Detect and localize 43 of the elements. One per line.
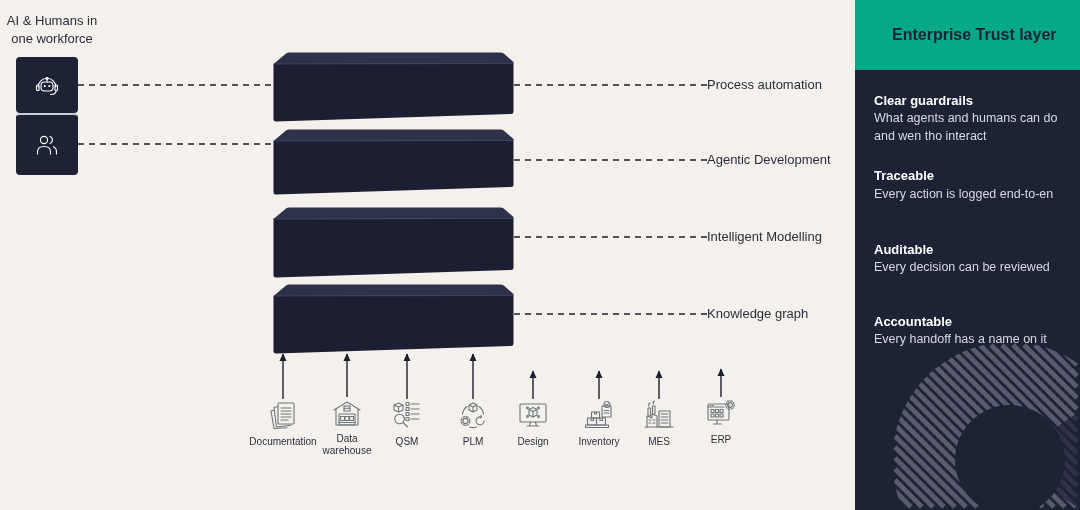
arrow — [343, 353, 351, 398]
icon-tile — [16, 57, 78, 113]
arrow — [717, 368, 725, 398]
trust-layer-panel — [855, 0, 1080, 510]
layer-slab — [273, 284, 514, 354]
layer-slab — [273, 207, 514, 278]
item-text: Every action is logged end-to-en — [874, 186, 1055, 203]
source-label: MES — [648, 436, 670, 448]
layer-label: Knowledge graph — [707, 306, 809, 322]
group-heading: AI & Humans in one workforce — [5, 12, 99, 48]
arrow — [469, 353, 477, 400]
dashed-line — [513, 84, 708, 86]
arrow — [655, 370, 663, 400]
dashed-line — [513, 159, 708, 161]
layer-label: Agentic Development — [707, 152, 831, 168]
icon-tile — [16, 113, 78, 175]
source-label: Design — [517, 436, 549, 448]
item-heading: Accountable — [874, 314, 952, 330]
item-heading: Clear guardrails — [874, 93, 973, 109]
arrow — [403, 353, 411, 400]
arrow — [595, 370, 603, 400]
item-text: Every handoff has a name on it — [874, 331, 1048, 348]
dashed-line — [77, 143, 274, 145]
panel-heading: Enterprise Trust layer — [855, 0, 1080, 70]
layer-label: Process automation — [707, 77, 822, 93]
source-label: PLM — [462, 436, 484, 448]
item-heading: Traceable — [874, 168, 934, 184]
layer-slab — [273, 129, 514, 195]
arrow — [529, 370, 537, 400]
dashed-line — [513, 313, 708, 315]
item-heading: Auditable — [874, 242, 934, 258]
source-label: QSM — [395, 436, 419, 448]
item-text: What agents and humans can do and wen tho interact — [874, 110, 1059, 145]
source-label: Inventory — [578, 436, 620, 448]
arrow — [279, 353, 287, 400]
item-text: Every decision can be reviewed — [874, 259, 1051, 276]
source-label: Data warehouse — [321, 433, 373, 457]
source-label: ERP — [710, 434, 732, 446]
source-label: Documentation — [249, 436, 317, 448]
dashed-line — [513, 236, 708, 238]
dashed-line — [77, 84, 274, 86]
layer-label: Intelligent Modelling — [707, 229, 822, 245]
layer-slab — [273, 52, 514, 122]
